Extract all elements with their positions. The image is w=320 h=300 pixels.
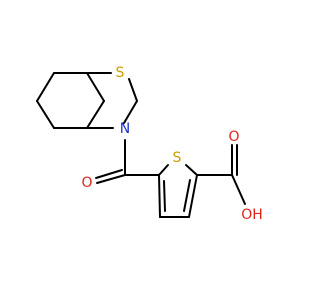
molecule-structure-diagram: S N O S O OH [36,65,263,223]
sulfur-atom-label: S [116,65,125,81]
bond [185,164,198,176]
bond [95,169,123,179]
nitrogen-atom-label: N [120,121,130,137]
hydroxyl-atom-label: OH [241,207,263,223]
bond [158,174,161,218]
amide-linkage [95,139,160,184]
cyclohexane-ring [36,72,105,129]
bond [231,174,246,205]
bond [158,164,169,176]
carbonyl-oxygen-atom-label: O [81,175,92,191]
acid-carbonyl-oxygen-atom-label: O [228,129,239,145]
bond [163,180,166,212]
thiophene-ring [158,164,198,218]
bond [86,100,105,129]
bond [183,179,191,212]
bond [86,72,105,102]
bond [123,100,138,124]
bond [36,72,55,102]
bond [128,78,138,102]
thiophene-sulfur-atom-label: S [173,150,182,166]
bond [96,174,126,184]
carboxylic-acid-group [196,144,246,205]
bond [188,174,198,218]
thiomorpholine-ring [86,72,138,129]
bond [36,100,55,129]
